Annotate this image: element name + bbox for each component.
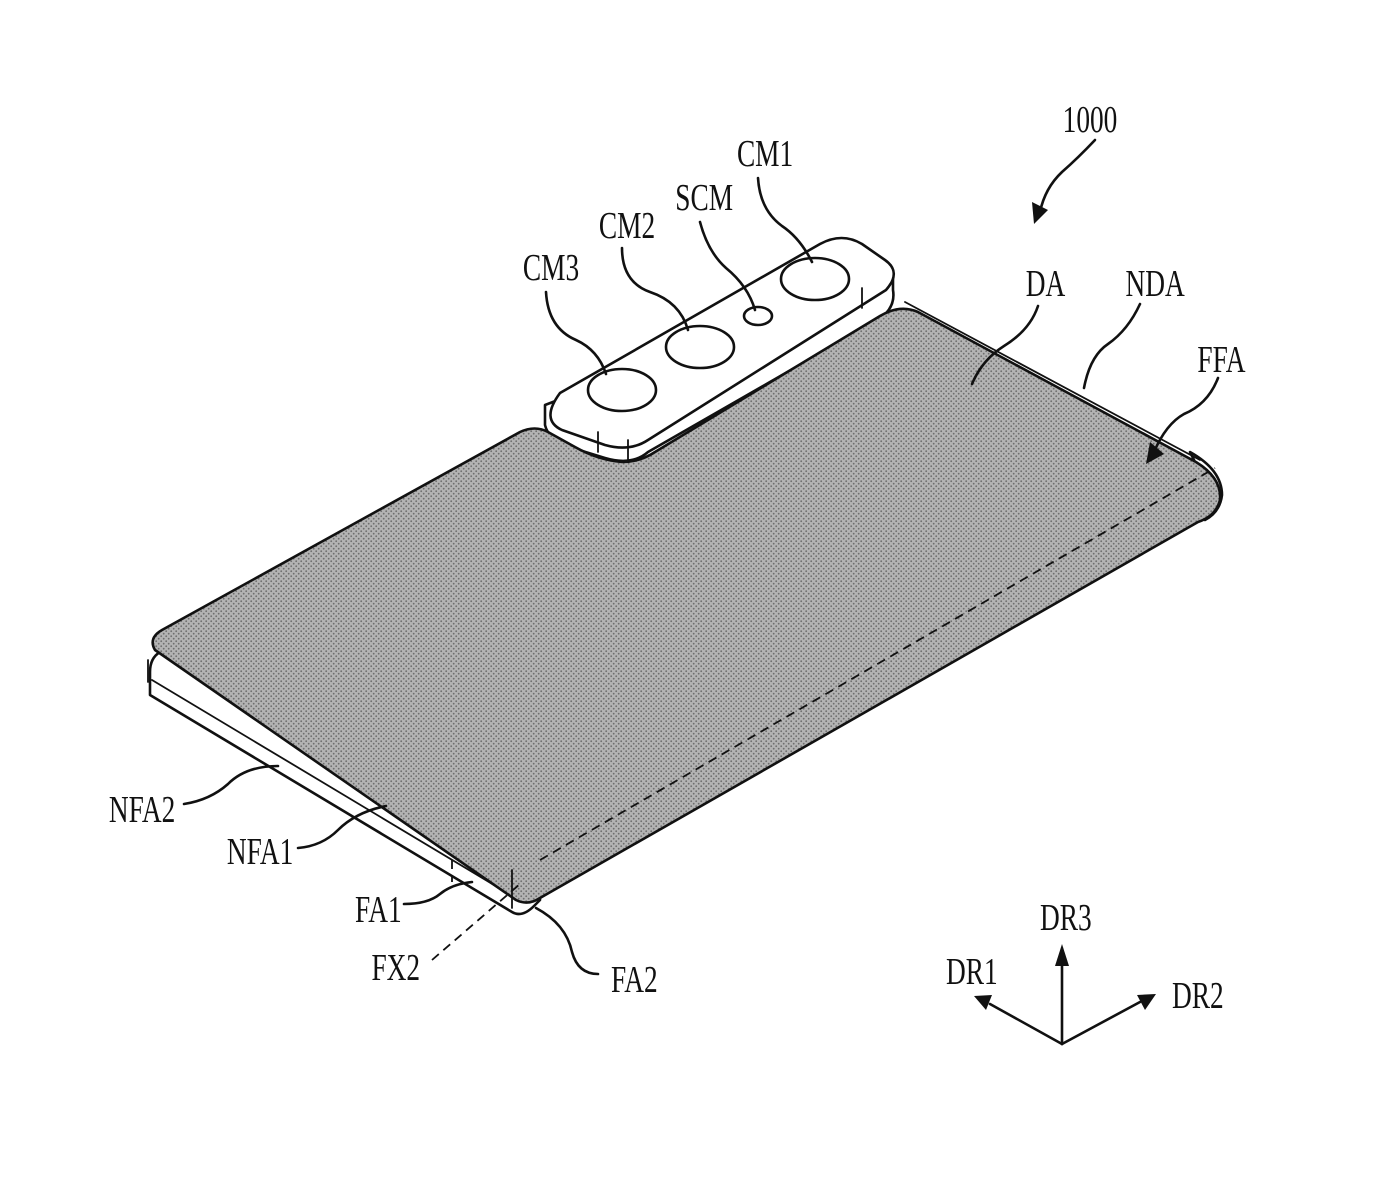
axis-dr2-line [1060, 1000, 1142, 1046]
camera-lens-cm3 [586, 367, 658, 413]
label-fa2: FA2 [611, 959, 658, 1001]
leader-cm1 [756, 176, 814, 264]
direction-axes: DR3 DR1 DR2 [946, 897, 1224, 1046]
leader-nfa2 [182, 764, 280, 806]
leader-da [970, 304, 1040, 386]
leader-nfa1 [296, 804, 388, 850]
label-fx2: FX2 [371, 947, 420, 989]
leader-fa1 [402, 880, 474, 906]
label-1000: 1000 [1063, 99, 1118, 141]
display-area-da [151, 307, 1222, 904]
axis-dr2-arrowhead [1137, 994, 1156, 1010]
label-cm3: CM3 [523, 247, 579, 289]
label-ffa: FFA [1197, 339, 1245, 381]
folding-axis-fx2 [539, 467, 1216, 861]
axis-dr3-arrowhead [1055, 944, 1069, 966]
side-band-line [151, 679, 515, 898]
label-dr3: DR3 [1040, 897, 1092, 939]
label-nfa2: NFA2 [109, 789, 175, 831]
leader-ffa [1152, 376, 1220, 454]
leader-1000 [1038, 138, 1097, 214]
camera-module-top [549, 236, 896, 449]
leader-nda [1082, 302, 1142, 390]
leader-scm [698, 220, 757, 312]
label-nda: NDA [1126, 263, 1185, 305]
leader-ffa-arrowhead [1146, 442, 1164, 464]
leader-cm3 [544, 290, 608, 376]
label-cm1: CM1 [737, 133, 793, 175]
camera-lens-cm1 [779, 256, 851, 302]
label-cm2: CM2 [599, 205, 655, 247]
leader-cm2 [620, 246, 690, 332]
leader-lines [182, 138, 1220, 976]
label-fa1: FA1 [355, 889, 402, 931]
label-nfa1: NFA1 [227, 831, 293, 873]
label-dr2: DR2 [1172, 975, 1224, 1017]
label-da: DA [1026, 263, 1066, 305]
camera-lens-cm2 [664, 324, 736, 370]
label-dr1: DR1 [946, 951, 998, 993]
display-panel [147, 301, 1222, 961]
labels: 1000 CM1 SCM CM2 CM3 DA NDA FFA NFA2 NFA… [109, 99, 1246, 1001]
display-border-nda [904, 301, 1201, 461]
axis-dr1-arrowhead [974, 995, 992, 1010]
sensor-scm [742, 305, 774, 327]
leader-1000-arrowhead [1032, 202, 1048, 224]
folding-axis-fx2-extension [431, 883, 521, 961]
axis-dr1-line [988, 1002, 1064, 1046]
label-scm: SCM [675, 177, 733, 219]
leader-fa2 [534, 906, 600, 976]
